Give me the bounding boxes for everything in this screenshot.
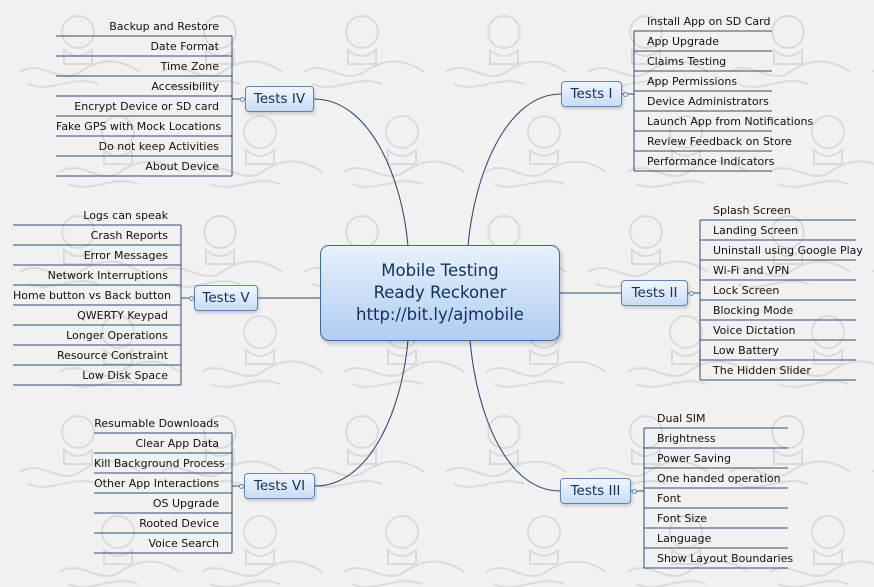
watermark-mark — [303, 15, 425, 88]
collapse-toggle-tests-v[interactable] — [188, 295, 194, 301]
subtopic-tests-v-5[interactable]: Home button vs Back button — [13, 289, 171, 302]
connector-tests-vi — [314, 339, 409, 487]
subtopic-tests-ii-8[interactable]: Low Battery — [713, 344, 779, 357]
subtopic-tests-ii-1[interactable]: Splash Screen — [713, 204, 791, 217]
subtopic-tests-iv-8[interactable]: About Device — [145, 160, 219, 173]
subtopic-tests-i-4[interactable]: App Permissions — [647, 75, 738, 88]
connector-tests-iii — [469, 339, 561, 492]
subtopic-tests-i-2[interactable]: App Upgrade — [647, 35, 720, 48]
subtopic-tests-iv-3[interactable]: Time Zone — [160, 60, 219, 73]
subtopic-tests-vi-3[interactable]: Kill Background Process — [94, 457, 225, 470]
watermark-mark — [19, 15, 141, 88]
subtopic-tests-vi-1[interactable]: Resumable Downloads — [94, 417, 219, 430]
subtopic-tests-i-8[interactable]: Performance Indicators — [647, 155, 775, 168]
subtopic-tests-iv-6[interactable]: Fake GPS with Mock Locations — [56, 120, 222, 133]
watermark-mark — [59, 315, 181, 388]
branch-node-tests-vi[interactable]: Tests VI — [244, 473, 315, 499]
watermark-mark — [729, 15, 851, 88]
branch-node-tests-iii[interactable]: Tests III — [560, 478, 631, 504]
watermark-mark — [627, 115, 749, 188]
watermark-mark — [769, 115, 874, 188]
connector-tests-iv — [313, 98, 409, 247]
subtopic-tests-ii-6[interactable]: Blocking Mode — [713, 304, 794, 317]
watermark-mark — [445, 415, 567, 488]
subtopic-tests-vi-6[interactable]: Rooted Device — [139, 517, 219, 530]
watermark-mark — [445, 15, 567, 88]
subtopic-tests-iv-4[interactable]: Accessibility — [151, 80, 219, 93]
subtopic-tests-v-8[interactable]: Resource Constraint — [57, 349, 168, 362]
watermark-mark — [201, 515, 323, 587]
collapse-toggle-tests-vi[interactable] — [238, 483, 244, 489]
branch-node-tests-i[interactable]: Tests I — [561, 81, 622, 107]
subtopic-tests-v-3[interactable]: Error Messages — [83, 249, 168, 262]
branch-node-tests-iv[interactable]: Tests IV — [245, 86, 314, 112]
branch-node-tests-ii[interactable]: Tests II — [621, 280, 688, 306]
subtopic-tests-ii-4[interactable]: Wi-Fi and VPN — [713, 264, 790, 277]
watermark-mark — [729, 215, 851, 288]
subtopic-tests-v-6[interactable]: QWERTY Keypad — [77, 309, 168, 322]
central-topic-title: Mobile Testing — [381, 261, 499, 280]
subtopic-tests-vi-5[interactable]: OS Upgrade — [152, 497, 219, 510]
subtopic-tests-iv-2[interactable]: Date Format — [150, 40, 219, 53]
central-topic[interactable]: Mobile Testing Ready Reckoner http://bit… — [320, 245, 560, 341]
subtopic-tests-v-7[interactable]: Longer Operations — [66, 329, 168, 342]
collapse-toggle-tests-iii[interactable] — [631, 488, 637, 494]
central-topic-subtitle: Ready Reckoner — [373, 283, 507, 302]
subtopic-tests-iv-7[interactable]: Do not keep Activities — [98, 140, 219, 153]
watermark-mark — [343, 515, 465, 587]
watermark-mark — [161, 215, 283, 288]
watermark-mark — [343, 115, 465, 188]
collapse-toggle-tests-i[interactable] — [622, 91, 628, 97]
subtopic-tests-ii-2[interactable]: Landing Screen — [713, 224, 799, 237]
watermark-mark — [201, 315, 323, 388]
subtopic-tests-i-6[interactable]: Launch App from Notifications — [647, 115, 814, 128]
subtopic-tests-iii-6[interactable]: Font Size — [657, 512, 708, 525]
central-topic-link[interactable]: http://bit.ly/ajmobile — [356, 305, 524, 324]
subtopic-tests-v-1[interactable]: Logs can speak — [83, 209, 168, 222]
collapse-toggle-tests-iv[interactable] — [239, 96, 245, 102]
subtopic-tests-iii-4[interactable]: One handed operation — [657, 472, 781, 485]
subtopic-tests-iii-2[interactable]: Brightness — [657, 432, 716, 445]
subtopic-tests-ii-7[interactable]: Voice Dictation — [713, 324, 796, 337]
subtopic-tests-v-4[interactable]: Network Interruptions — [47, 269, 168, 282]
branch-node-tests-v[interactable]: Tests V — [194, 285, 258, 311]
subtopic-tests-iii-1[interactable]: Dual SIM — [657, 412, 706, 425]
watermark-mark — [485, 115, 607, 188]
subtopic-tests-ii-9[interactable]: The Hidden Slider — [713, 364, 811, 377]
subtopic-tests-v-2[interactable]: Crash Reports — [90, 229, 168, 242]
subtopic-tests-iv-1[interactable]: Backup and Restore — [109, 20, 219, 33]
subtopic-tests-i-7[interactable]: Review Feedback on Store — [647, 135, 792, 148]
collapse-toggle-tests-ii[interactable] — [688, 290, 694, 296]
subtopic-tests-i-3[interactable]: Claims Testing — [647, 55, 727, 68]
watermark-mark — [769, 315, 874, 388]
subtopic-tests-ii-5[interactable]: Lock Screen — [713, 284, 780, 297]
connector-tests-i — [467, 93, 562, 247]
subtopic-tests-iv-5[interactable]: Encrypt Device or SD card — [74, 100, 219, 113]
subtopic-tests-vi-7[interactable]: Voice Search — [148, 537, 219, 550]
subtopic-tests-i-1[interactable]: Install App on SD Card — [647, 15, 771, 28]
subtopic-tests-iii-3[interactable]: Power Saving — [657, 452, 731, 465]
subtopic-tests-vi-4[interactable]: Other App Interactions — [94, 477, 220, 490]
watermark-mark — [19, 415, 141, 488]
watermark-mark — [485, 515, 607, 587]
subtopic-tests-v-9[interactable]: Low Disk Space — [82, 369, 168, 382]
subtopic-tests-ii-3[interactable]: Uninstall using Google Play — [713, 244, 863, 257]
subtopic-tests-vi-2[interactable]: Clear App Data — [135, 437, 219, 450]
subtopic-tests-i-5[interactable]: Device Administrators — [647, 95, 769, 108]
watermark-mark — [19, 215, 141, 288]
subtopic-tests-iii-8[interactable]: Show Layout Boundaries — [657, 552, 794, 565]
watermark-mark — [201, 115, 323, 188]
subtopic-tests-iii-5[interactable]: Font — [657, 492, 681, 505]
subtopic-tests-iii-7[interactable]: Language — [657, 532, 712, 545]
